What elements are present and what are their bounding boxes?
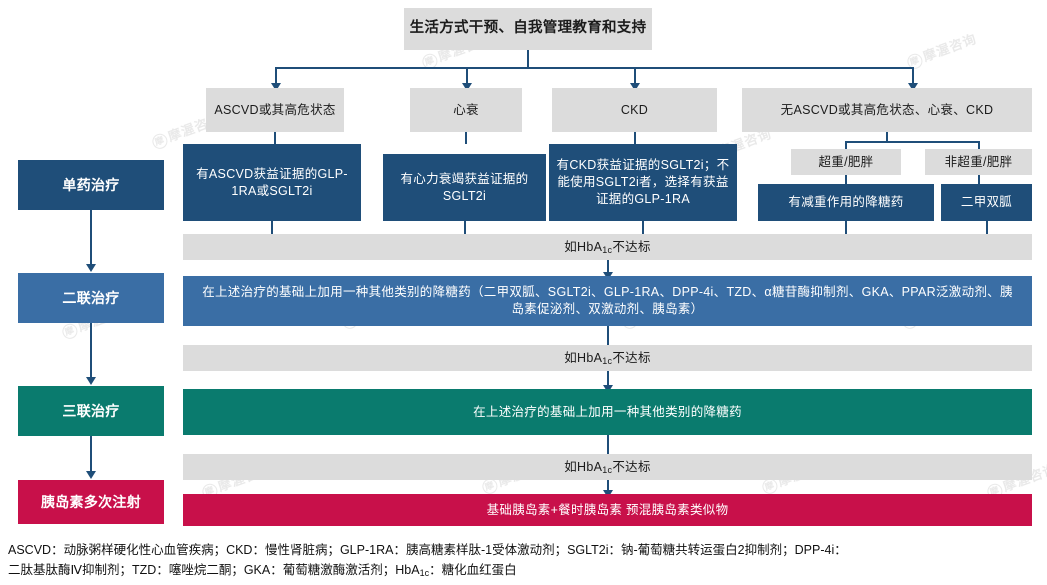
arrowhead-ascvd: [271, 83, 281, 91]
title-text: 生活方式干预、自我管理教育和支持: [409, 20, 647, 37]
mono-box-nonoverweight-label: 二甲双胍: [960, 195, 1013, 210]
arrowhead-ckd: [630, 83, 640, 91]
connector-hf-mono: [465, 132, 467, 144]
arrowhead-left-triple: [86, 377, 96, 385]
stage-label-triple: 三联治疗: [18, 386, 164, 436]
stage-label-insulin-text: 胰岛素多次注射: [40, 493, 142, 510]
hba1c-bar-2-label: 如HbA1c不达标: [564, 350, 651, 366]
stage-label-dual-text: 二联治疗: [62, 289, 120, 306]
connector-nonoverweight-drug: [978, 175, 980, 184]
connector-hba1c3-insulin: [607, 480, 609, 492]
connector-to-ascvd: [275, 67, 277, 85]
footnote-line-1: ASCVD：动脉粥样硬化性心血管疾病；CKD：慢性肾脏病；GLP-1RA：胰高糖…: [8, 541, 1038, 560]
insulin-therapy-label: 基础胰岛素+餐时胰岛素 预混胰岛素类似物: [486, 502, 729, 517]
connector-hba1c1-dual: [607, 260, 609, 274]
connector-ascvd-mono: [274, 132, 276, 144]
subheader-overweight: 超重/肥胖: [791, 149, 901, 175]
footnote-line-1-text: ASCVD：动脉粥样硬化性心血管疾病；CKD：慢性肾脏病；GLP-1RA：胰高糖…: [8, 543, 847, 557]
hba1c-bar-1-label: 如HbA1c不达标: [564, 239, 651, 255]
mono-box-ascvd: 有ASCVD获益证据的GLP-1RA或SGLT2i: [183, 144, 361, 221]
connector-left-dual-triple: [90, 323, 92, 378]
branch-header-hf: 心衰: [410, 88, 522, 132]
arrowhead-left-dual: [86, 264, 96, 272]
connector-mono-ascvd-down: [271, 221, 273, 234]
dual-therapy-bar: 在上述治疗的基础上加用一种其他类别的降糖药（二甲双胍、SGLT2i、GLP-1R…: [183, 276, 1032, 326]
connector-mono-overweight-down: [845, 221, 847, 234]
triple-therapy-label: 在上述治疗的基础上加用一种其他类别的降糖药: [473, 404, 742, 419]
subheader-nonoverweight-label: 非超重/肥胖: [944, 154, 1013, 169]
footnote-line-2: 二肽基肽酶Ⅳ抑制剂；TZD：噻唑烷二酮；GKA：葡萄糖激酶激活剂；HbA1c：糖…: [8, 561, 1038, 580]
connector-mono-hf-down: [464, 221, 466, 234]
connector-left-mono-dual: [90, 210, 92, 265]
stage-label-mono: 单药治疗: [18, 160, 164, 210]
mono-box-overweight: 有减重作用的降糖药: [758, 184, 934, 221]
branch-header-none: 无ASCVD或其高危状态、心衰、CKD: [742, 88, 1032, 132]
branch-header-hf-label: 心衰: [453, 102, 479, 117]
connector-to-overweight: [845, 141, 847, 151]
connector-triple-hba1c3: [607, 435, 609, 454]
branch-header-ckd-label: CKD: [620, 102, 649, 117]
connector-to-ckd: [634, 67, 636, 85]
connector-ckd-mono: [634, 132, 636, 144]
hba1c-bar-3: 如HbA1c不达标: [183, 454, 1032, 480]
insulin-therapy-bar: 基础胰岛素+餐时胰岛素 预混胰岛素类似物: [183, 494, 1032, 526]
arrowhead-none: [908, 83, 918, 91]
connector-to-nonoverweight: [978, 141, 980, 151]
title-box: 生活方式干预、自我管理教育和支持: [404, 8, 652, 50]
mono-box-nonoverweight: 二甲双胍: [941, 184, 1032, 221]
stage-label-dual: 二联治疗: [18, 273, 164, 323]
hba1c-bar-3-label: 如HbA1c不达标: [564, 459, 651, 475]
mono-box-overweight-label: 有减重作用的降糖药: [788, 195, 904, 210]
connector-mono-ckd-down: [642, 221, 644, 234]
arrowhead-left-insulin: [86, 471, 96, 479]
connector-to-hf: [466, 67, 468, 85]
connector-horizontal-main: [275, 67, 913, 69]
hba1c-bar-2: 如HbA1c不达标: [183, 345, 1032, 371]
connector-mono-nonoverweight-down: [986, 221, 988, 234]
branch-header-ckd: CKD: [552, 88, 717, 132]
arrowhead-hf: [462, 83, 472, 91]
subheader-overweight-label: 超重/肥胖: [818, 154, 874, 169]
mono-box-hf-label: 有心力衰竭获益证据的SGLT2i: [400, 171, 529, 203]
branch-header-ascvd: ASCVD或其高危状态: [206, 88, 344, 132]
connector-none-split: [845, 141, 979, 143]
mono-box-ckd-label: 有CKD获益证据的SGLT2i；不能使用SGLT2i者，选择有获益证据的GLP-…: [556, 158, 730, 206]
footnote-line-2-text: 二肽基肽酶Ⅳ抑制剂；TZD：噻唑烷二酮；GKA：葡萄糖激酶激活剂；HbA1c：糖…: [8, 563, 517, 579]
stage-label-insulin: 胰岛素多次注射: [18, 480, 164, 524]
dual-therapy-label: 在上述治疗的基础上加用一种其他类别的降糖药（二甲双胍、SGLT2i、GLP-1R…: [202, 285, 1013, 316]
connector-hba1c2-triple: [607, 371, 609, 387]
mono-box-ckd: 有CKD获益证据的SGLT2i；不能使用SGLT2i者，选择有获益证据的GLP-…: [549, 144, 737, 221]
connector-dual-hba1c2: [607, 326, 609, 345]
triple-therapy-bar: 在上述治疗的基础上加用一种其他类别的降糖药: [183, 389, 1032, 435]
mono-box-ascvd-label: 有ASCVD获益证据的GLP-1RA或SGLT2i: [196, 166, 348, 198]
branch-header-none-label: 无ASCVD或其高危状态、心衰、CKD: [780, 102, 994, 117]
branch-header-ascvd-label: ASCVD或其高危状态: [214, 102, 336, 117]
connector-none-down: [886, 132, 888, 142]
watermark-3: 摩摩渥咨询: [904, 28, 979, 71]
hba1c-bar-1: 如HbA1c不达标: [183, 234, 1032, 260]
mono-box-hf: 有心力衰竭获益证据的SGLT2i: [383, 154, 546, 221]
subheader-nonoverweight: 非超重/肥胖: [925, 149, 1032, 175]
connector-title-down: [527, 50, 529, 68]
connector-overweight-drug: [845, 175, 847, 184]
connector-to-none: [912, 67, 914, 85]
stage-label-triple-text: 三联治疗: [62, 402, 120, 419]
stage-label-mono-text: 单药治疗: [62, 176, 120, 193]
connector-left-triple-insulin: [90, 436, 92, 472]
